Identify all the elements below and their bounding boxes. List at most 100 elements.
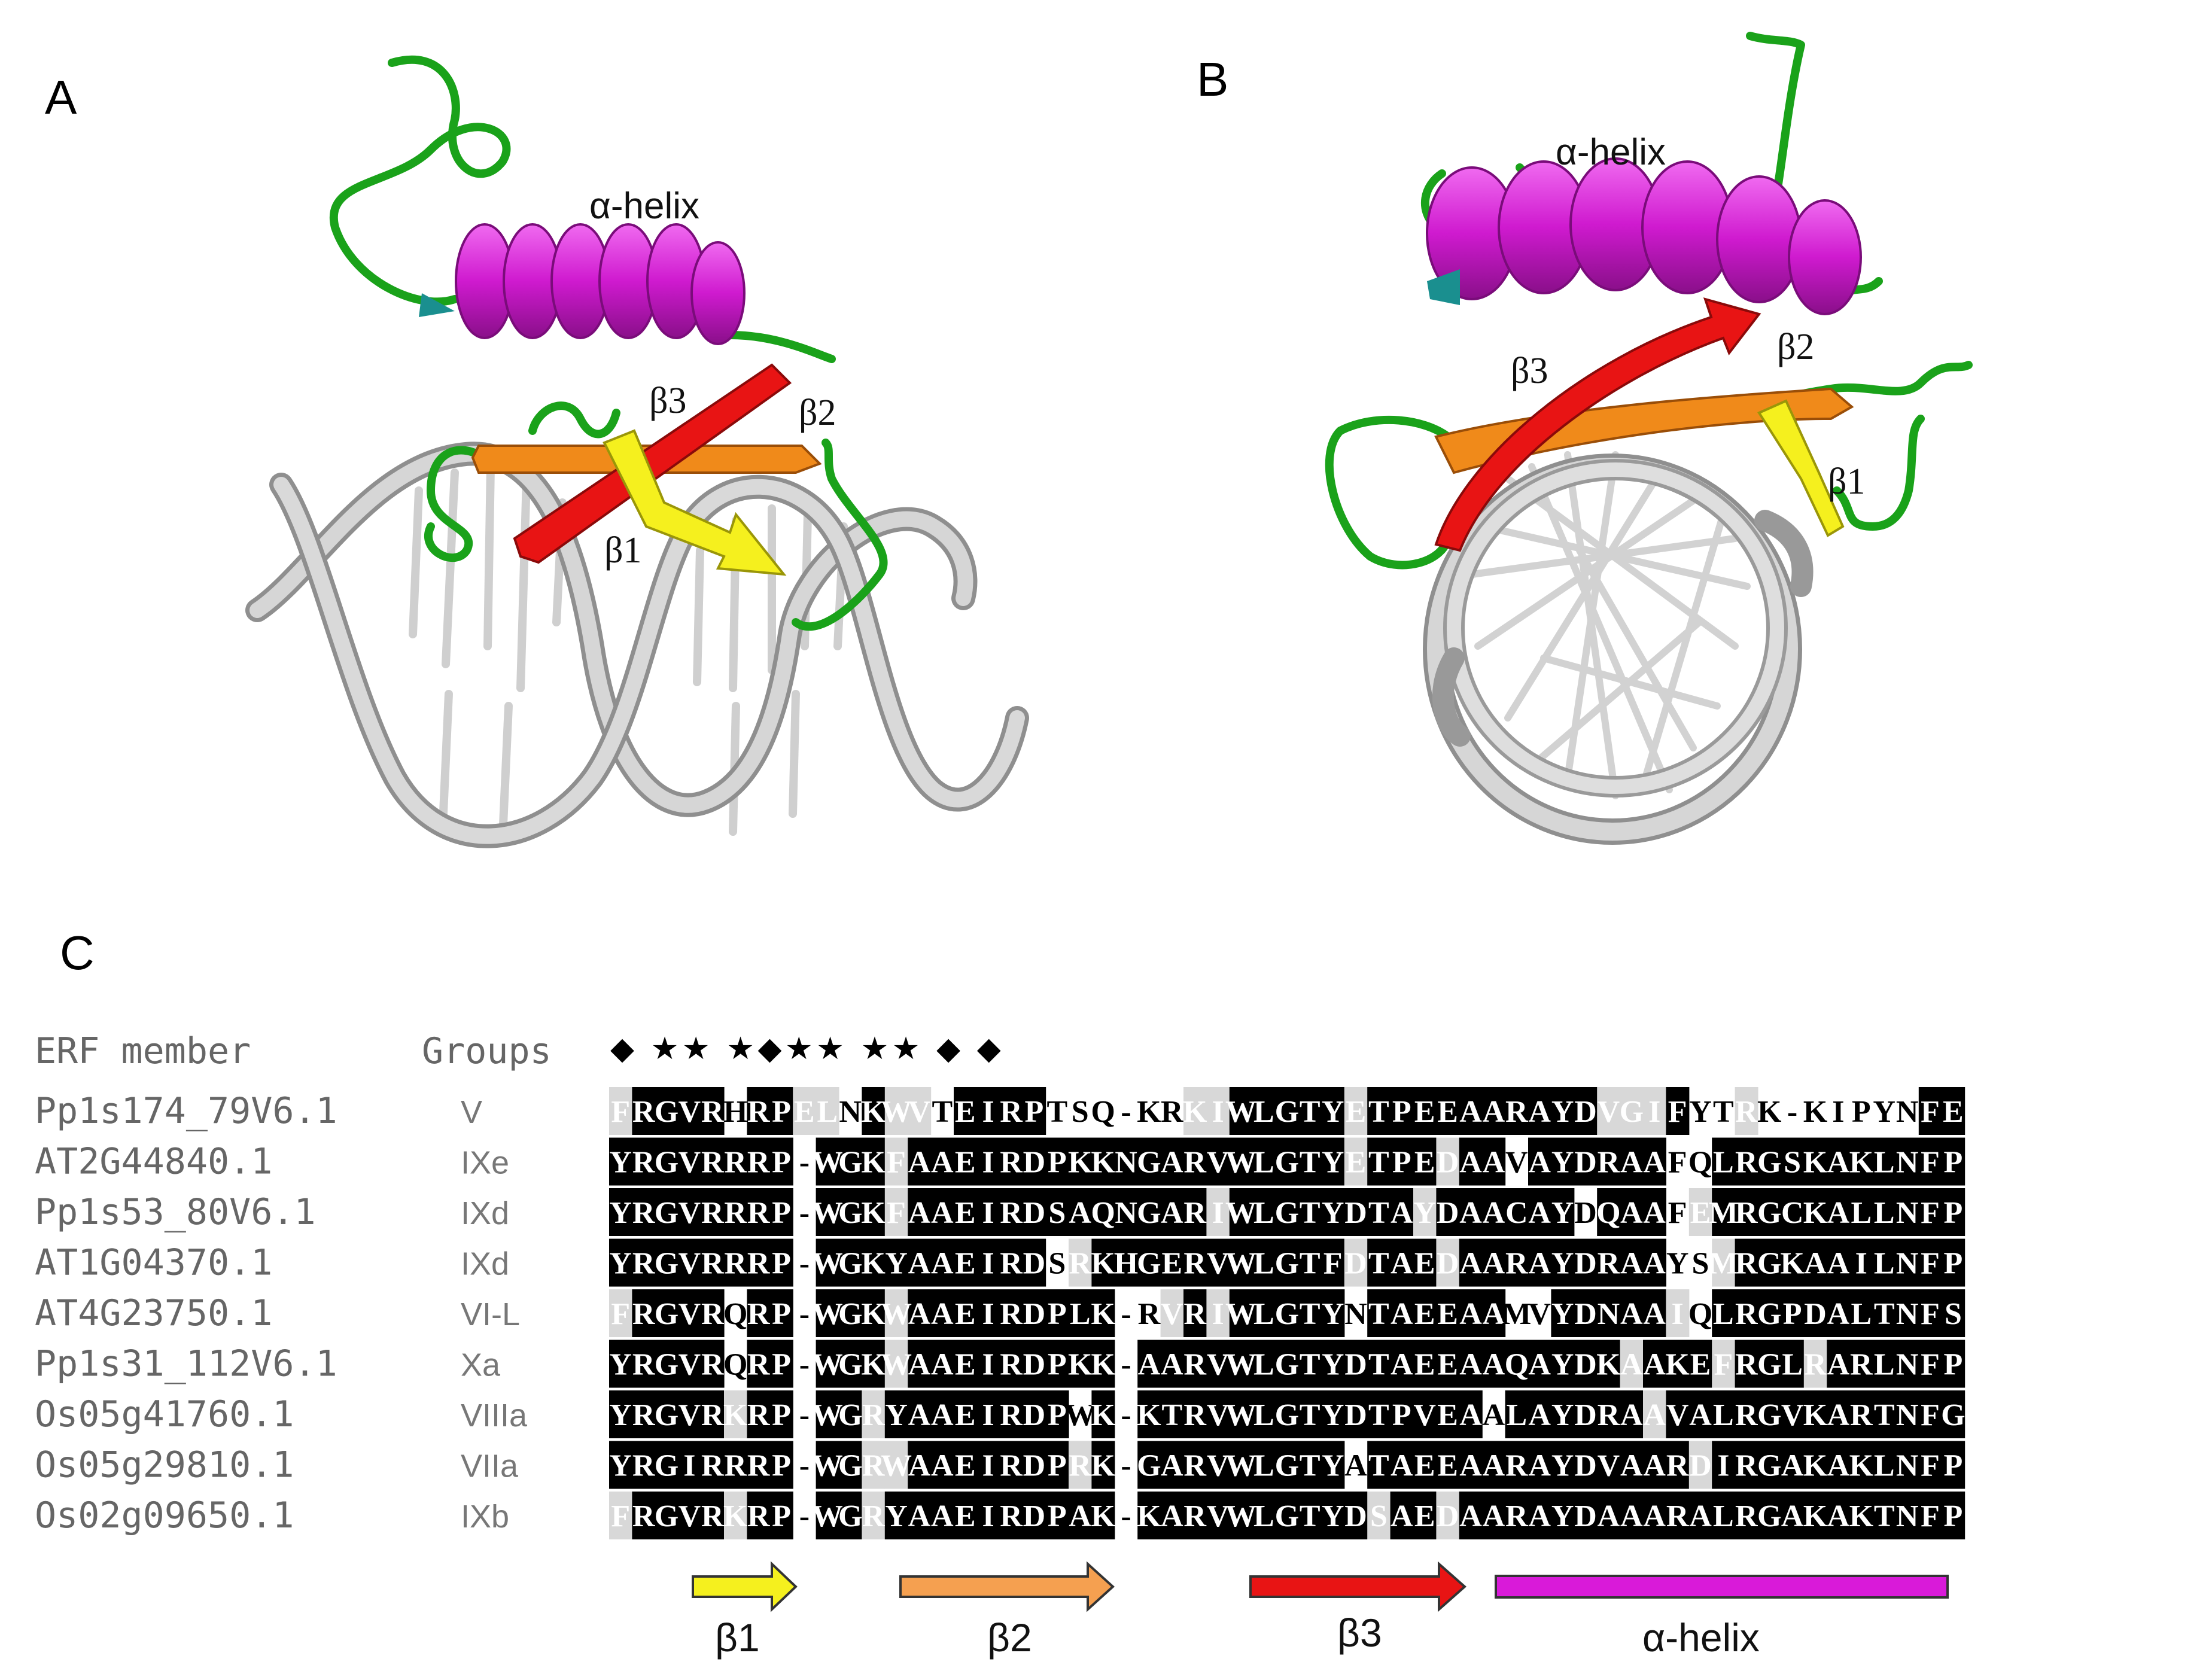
alignment-cell-shade	[1643, 1137, 1666, 1186]
alignment-residue: D	[1437, 1247, 1459, 1281]
alignment-residue: V	[908, 1095, 931, 1129]
alignment-cell-shade	[930, 1137, 954, 1186]
alignment-residue: G	[1757, 1196, 1781, 1230]
alignment-cell-shade	[1482, 1188, 1506, 1236]
alignment-cell-shade	[609, 1390, 632, 1438]
alignment-cell-shade	[655, 1492, 678, 1539]
alignment-residue: G	[1275, 1095, 1299, 1129]
alignment-cell-shade	[1620, 1492, 1644, 1539]
alignment-residue: E	[1346, 1146, 1367, 1180]
alignment-cell-shade	[884, 1238, 908, 1287]
alignment-residue: R	[632, 1449, 656, 1483]
alignment-residue: E	[955, 1146, 976, 1180]
alignment-residue: Y	[1551, 1449, 1574, 1483]
alignment-cell-shade	[1942, 1340, 1965, 1388]
alignment-residue: A	[1643, 1196, 1666, 1230]
alignment-residue: D	[1437, 1146, 1459, 1180]
alignment-residue: Y	[1322, 1095, 1344, 1129]
alignment-residue: K	[1803, 1095, 1828, 1129]
alignment-cell-shade	[1942, 1238, 1965, 1287]
alignment-residue: A	[1620, 1247, 1643, 1281]
alignment-cell-shade	[1091, 1492, 1115, 1539]
alignment-residue: G	[1275, 1398, 1299, 1432]
alignment-residue: G	[655, 1449, 678, 1483]
alignment-residue: V	[678, 1196, 701, 1230]
alignment-cell-shade	[1252, 1390, 1276, 1438]
alignment-cell-shade	[1551, 1087, 1575, 1135]
alignment-residue: A	[1620, 1348, 1643, 1382]
alignment-cell-shade	[1781, 1188, 1805, 1236]
alignment-cell-shade	[1321, 1289, 1345, 1337]
helix-label-b: α-helix	[1556, 132, 1666, 173]
alignment-cell-shade	[999, 1441, 1023, 1489]
alignment-residue: A	[1391, 1499, 1413, 1533]
alignment-cell-shade	[1758, 1188, 1781, 1236]
alignment-cell-shade	[632, 1492, 656, 1539]
legend-beta3-arrow	[1249, 1561, 1467, 1612]
alignment-cell-shade	[1390, 1390, 1414, 1438]
alignment-residue: G	[1137, 1146, 1161, 1180]
alignment-cell-shade	[908, 1441, 932, 1489]
alignment-cell-shade	[1160, 1188, 1184, 1236]
alignment-cell-shade	[1758, 1441, 1781, 1489]
alignment-residue: T	[1300, 1398, 1320, 1432]
alignment-cell-shade	[1643, 1238, 1666, 1287]
alignment-residue: K	[1757, 1095, 1782, 1129]
alignment-row-member: AT2G44840.1	[35, 1141, 272, 1183]
alignment-cell-shade	[1597, 1188, 1621, 1236]
alignment-cell-shade	[769, 1340, 793, 1388]
alignment-residue: P	[1783, 1297, 1802, 1331]
alignment-residue: R	[1183, 1499, 1207, 1533]
alignment-residue: W	[812, 1247, 843, 1281]
alignment-residue: G	[838, 1348, 862, 1382]
alignment-residue: G	[655, 1247, 678, 1281]
alignment-residue: A	[908, 1196, 931, 1230]
alignment-cell-shade	[1620, 1137, 1644, 1186]
alignment-residue: P	[1048, 1398, 1067, 1432]
alignment-residue: Y	[1322, 1348, 1344, 1382]
alignment-residue: W	[1225, 1196, 1256, 1230]
alignment-residue: F	[1921, 1297, 1940, 1331]
alignment-residue: -	[1121, 1499, 1131, 1533]
alignment-residue: N	[1896, 1348, 1919, 1382]
alignment-cell-shade	[1918, 1238, 1942, 1287]
alignment-residue: G	[1757, 1297, 1781, 1331]
alignment-cell-shade	[1918, 1188, 1942, 1236]
alignment-residue: G	[655, 1095, 678, 1129]
alignment-cell-shade	[1367, 1238, 1391, 1287]
alignment-residue: E	[955, 1095, 976, 1129]
alignment-residue: A	[931, 1398, 954, 1432]
alignment-cell-shade	[1229, 1492, 1253, 1539]
alignment-cell-shade	[1758, 1289, 1781, 1337]
alignment-cell-shade	[954, 1492, 977, 1539]
alignment-residue: K	[861, 1348, 886, 1382]
alignment-residue: A	[1643, 1297, 1666, 1331]
alignment-cell-shade	[1091, 1188, 1115, 1236]
alignment-cell-shade	[1574, 1492, 1598, 1539]
alignment-residue: E	[1437, 1449, 1458, 1483]
alignment-cell-shade	[1482, 1340, 1506, 1388]
alignment-residue: S	[1072, 1095, 1089, 1129]
alignment-residue: F	[611, 1095, 630, 1129]
alignment-residue: Y	[609, 1449, 632, 1483]
alignment-residue: L	[817, 1095, 838, 1129]
alignment-residue: A	[1620, 1196, 1643, 1230]
alignment-cell-shade	[1459, 1238, 1483, 1287]
alignment-cell-shade	[1505, 1087, 1529, 1135]
alignment-residue: N	[1896, 1449, 1919, 1483]
legend-helix-label: α-helix	[1642, 1615, 1760, 1660]
alignment-residue: A	[1459, 1247, 1482, 1281]
alignment-residue: N	[839, 1095, 862, 1129]
alignment-residue: Y	[1551, 1398, 1574, 1432]
alignment-residue: R	[1000, 1247, 1023, 1281]
alignment-cell-shade	[1712, 1340, 1736, 1388]
alignment-residue: A	[1483, 1297, 1505, 1331]
alignment-blocks	[609, 1087, 1965, 1539]
alignment-cell-shade	[1735, 1188, 1758, 1236]
alignment-cell-shade	[1252, 1289, 1276, 1337]
alignment-cell-shade	[1620, 1289, 1644, 1337]
alignment-residue: V	[678, 1095, 701, 1129]
alignment-residue: A	[1781, 1449, 1804, 1483]
alignment-cell-shade	[1183, 1390, 1207, 1438]
alignment-cell-shade	[769, 1390, 793, 1438]
